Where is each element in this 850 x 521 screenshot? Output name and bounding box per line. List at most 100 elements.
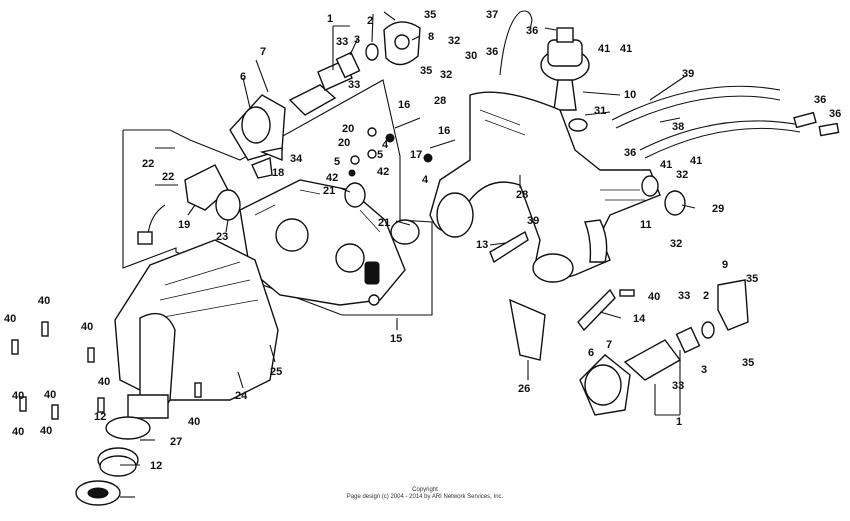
callout-23: 23: [216, 231, 228, 243]
callout-8: 8: [428, 31, 434, 43]
callout-22-upper: 22: [142, 158, 154, 170]
callout-35-lower-b: 35: [742, 357, 754, 369]
intake-manifold: [429, 91, 661, 283]
injector-assembly-lower: [579, 279, 749, 416]
callout-40-j: 12: [94, 411, 106, 423]
callout-31: 31: [594, 105, 606, 117]
callout-36-regulator: 36: [526, 25, 538, 37]
callout-33-lower-b: 33: [672, 380, 684, 392]
callout-15: 15: [390, 333, 402, 345]
callout-41-mid-b: 41: [690, 155, 702, 167]
brackets: [489, 190, 686, 361]
callout-35-top: 35: [424, 9, 436, 21]
leader-lines: [120, 13, 696, 498]
callout-1-lower: 1: [676, 416, 682, 428]
head-fasteners: [344, 117, 456, 245]
callout-3-lower: 3: [701, 364, 707, 376]
callout-32-right-upper: 32: [676, 169, 688, 181]
callout-16-right: 16: [438, 125, 450, 137]
callout-40-i: 40: [188, 416, 200, 428]
callout-28-mid: 28: [516, 189, 528, 201]
callout-40-a: 40: [38, 295, 50, 307]
callout-20-upper: 20: [342, 123, 354, 135]
callout-36-right-b: 36: [829, 108, 841, 120]
callout-36-mid: 36: [624, 147, 636, 159]
callout-7-lower: 7: [606, 339, 612, 351]
callout-9: 9: [722, 259, 728, 271]
callout-35-upper-right: 35: [420, 65, 432, 77]
callout-36-right-a: 36: [814, 94, 826, 106]
callout-20-lower: 20: [338, 137, 350, 149]
callout-41-top: 41: [598, 43, 610, 55]
callout-6-upper: 6: [240, 71, 246, 83]
pressure-regulator: [499, 10, 590, 132]
valve-cover: [114, 239, 279, 419]
bolts-40: [11, 289, 635, 420]
callout-4-upper: 4: [382, 139, 389, 151]
callout-38: 38: [672, 121, 684, 133]
callout-40-bracket: 40: [648, 291, 660, 303]
cylinder-head: [239, 179, 406, 306]
callout-32-mid: 32: [440, 69, 452, 81]
callout-21-upper: 21: [323, 185, 335, 197]
callout-24: 24: [235, 390, 248, 402]
fuel-hoses: [611, 85, 840, 159]
callout-39-bracket: 39: [527, 215, 539, 227]
callout-labels: 1 2 3 33 35 8 35 7 6 33 37 36 41 41 32 3…: [4, 9, 841, 472]
callout-22-lower: 22: [162, 171, 174, 183]
callout-12-upper: 27: [170, 436, 182, 448]
callout-40-b: 40: [4, 313, 16, 325]
callout-19: 19: [178, 219, 190, 231]
throttle-bracket: [137, 147, 283, 245]
copyright-line-2: Page design (c) 2004 - 2014 by ARI Netwo…: [346, 494, 504, 500]
callout-40-d: 40: [98, 376, 110, 388]
callout-41-second: 41: [620, 43, 632, 55]
callout-32-upper: 32: [448, 35, 460, 47]
callout-21-lower: 21: [378, 217, 390, 229]
callout-33-lower-a: 33: [678, 290, 690, 302]
callout-33-upper: 33: [336, 36, 348, 48]
assembly-group-outline: [122, 79, 433, 316]
callout-40-e: 40: [12, 390, 24, 402]
callout-10: 10: [624, 89, 636, 101]
copyright-line-1: Copyright: [412, 487, 438, 493]
callout-7-upper: 7: [260, 46, 266, 58]
callout-2-lower: 2: [703, 290, 709, 302]
callout-40-f: 40: [44, 389, 56, 401]
callout-32-right-lower: 32: [670, 238, 682, 250]
callout-16-upper: 16: [398, 99, 410, 111]
callout-14: 14: [633, 313, 646, 325]
callout-2-upper: 2: [367, 15, 373, 27]
callout-36-hose: 36: [486, 46, 498, 58]
callout-40-c: 40: [81, 321, 93, 333]
callout-13: 13: [476, 239, 488, 251]
callout-41-mid-a: 41: [660, 159, 672, 171]
callout-28-upper: 28: [434, 95, 446, 107]
callout-5-left: 5: [334, 156, 340, 168]
callout-35-lower-a: 35: [746, 273, 758, 285]
callout-42-left: 42: [326, 172, 338, 184]
callout-30: 30: [465, 50, 477, 62]
callout-4-lower: 4: [422, 174, 429, 186]
callout-37: 37: [486, 9, 498, 21]
callout-34: 34: [290, 153, 303, 165]
callout-18: 18: [272, 167, 284, 179]
flange-seals: [75, 416, 151, 506]
callout-40-g: 40: [12, 426, 24, 438]
injector-assembly-upper: [229, 21, 421, 161]
callout-39-hose: 39: [682, 68, 694, 80]
callout-42-right: 42: [377, 166, 389, 178]
callout-40-h: 40: [40, 425, 52, 437]
callout-29: 29: [712, 203, 724, 215]
callout-33-mid: 33: [348, 79, 360, 91]
callout-1-upper: 1: [327, 13, 333, 25]
callout-26: 26: [518, 383, 530, 395]
callout-6-lower: 6: [588, 347, 594, 359]
callout-25: 25: [270, 366, 282, 378]
callout-11: 11: [640, 219, 652, 231]
callout-27: 12: [150, 460, 162, 472]
callout-17: 17: [410, 149, 422, 161]
callout-5-right: 5: [377, 149, 383, 161]
